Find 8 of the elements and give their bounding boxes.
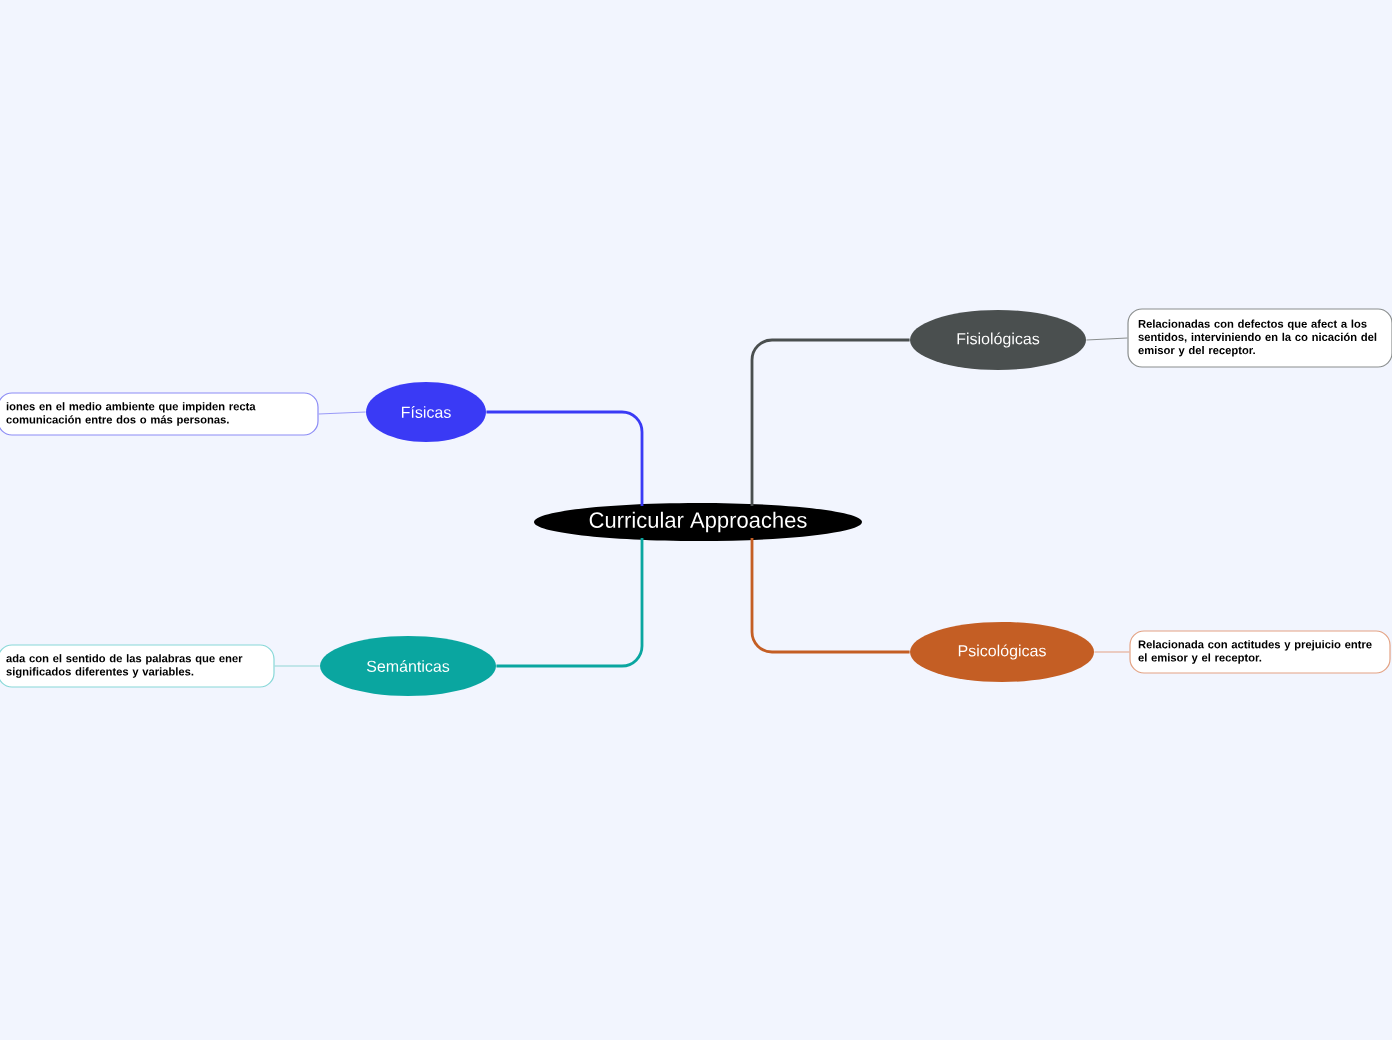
connector <box>1093 651 1130 653</box>
connector <box>486 410 644 506</box>
connector <box>318 411 367 415</box>
connector <box>274 665 321 667</box>
connector <box>750 338 910 506</box>
connector <box>1085 337 1128 341</box>
connector <box>496 538 644 668</box>
connector <box>750 538 910 654</box>
